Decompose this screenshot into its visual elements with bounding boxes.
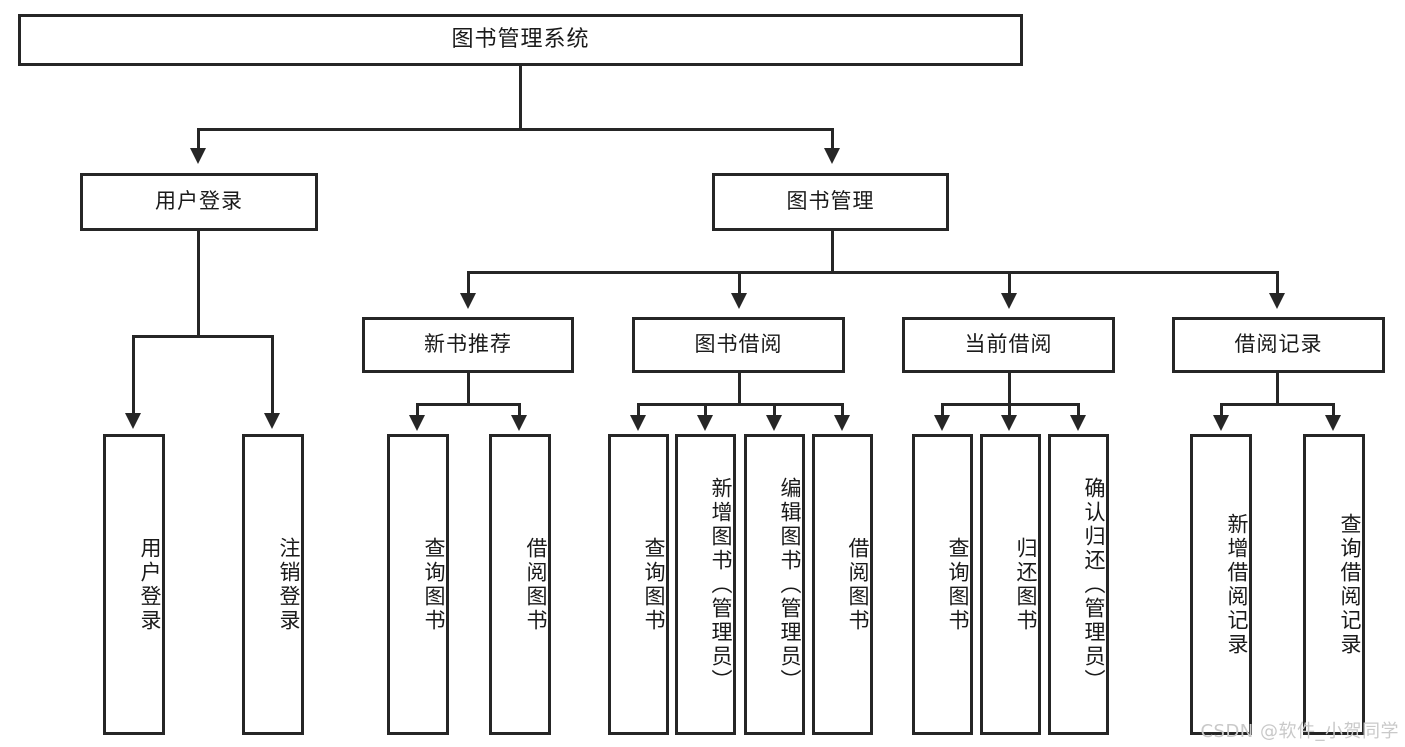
- leaf-user-login-login[interactable]: 用户登录: [103, 434, 165, 735]
- node-label: 借阅记录: [1234, 332, 1323, 357]
- leaf-borrow-record-query[interactable]: 查询借阅记录: [1303, 434, 1365, 735]
- arrowhead-leaf-book-borrow-4: [834, 415, 850, 431]
- node-label: 新书推荐: [424, 332, 512, 357]
- csdn-watermark: CSDN @软件_小贺同学: [1200, 721, 1399, 742]
- node-label: 图书管理: [786, 189, 875, 214]
- arrowhead-leaf-book-borrow-2: [697, 415, 713, 431]
- arrowhead-leaf-current-borrow-1: [934, 415, 950, 431]
- connector-root-bar: [197, 128, 834, 131]
- leaf-book-borrow-borrow[interactable]: 借阅图书: [812, 434, 873, 735]
- leaf-label: 注销登录: [277, 536, 301, 633]
- leaf-current-borrow-query[interactable]: 查询图书: [912, 434, 973, 735]
- connector-borrow-record-child-1: [1220, 403, 1223, 417]
- leaf-current-borrow-return[interactable]: 归还图书: [980, 434, 1041, 735]
- connector-root-stem: [519, 66, 522, 128]
- connector-user-login-bar: [132, 335, 274, 338]
- arrowhead-book-borrow: [731, 293, 747, 309]
- connector-borrow-record-stem: [1276, 373, 1279, 405]
- node-new-book-recommend[interactable]: 新书推荐: [362, 317, 574, 373]
- connector-user-login-child-2: [271, 335, 274, 415]
- leaf-book-borrow-add[interactable]: 新增图书（管理员）: [675, 434, 736, 735]
- leaf-user-login-logout[interactable]: 注销登录: [242, 434, 304, 735]
- leaf-book-borrow-query[interactable]: 查询图书: [608, 434, 669, 735]
- leaf-borrow-record-add[interactable]: 新增借阅记录: [1190, 434, 1252, 735]
- arrowhead-leaf-user-login-2: [264, 413, 280, 429]
- arrowhead-leaf-borrow-record-1: [1213, 415, 1229, 431]
- arrowhead-leaf-borrow-record-2: [1325, 415, 1341, 431]
- connector-borrow-record-bar: [1220, 403, 1335, 406]
- leaf-label: 借阅图书: [846, 536, 870, 633]
- connector-current-borrow-child-3: [1077, 403, 1080, 417]
- connector-new-book-child-1: [416, 403, 419, 417]
- connector-book-borrow-bar: [637, 403, 844, 406]
- connector-new-book-child-2: [518, 403, 521, 417]
- connector-book-borrow-child-2: [704, 403, 707, 417]
- connector-current-borrow-stem: [1008, 373, 1011, 405]
- arrowhead-leaf-new-book-2: [511, 415, 527, 431]
- node-label: 图书借阅: [694, 332, 783, 357]
- connector-user-login-stem: [197, 231, 200, 335]
- arrowhead-leaf-current-borrow-3: [1070, 415, 1086, 431]
- leaf-book-borrow-edit[interactable]: 编辑图书（管理员）: [744, 434, 805, 735]
- connector-new-book-bar: [416, 403, 521, 406]
- connector-to-current-borrow: [1008, 271, 1011, 295]
- arrowhead-leaf-user-login-1: [125, 413, 141, 429]
- connector-user-login-child-1: [132, 335, 135, 415]
- node-label: 用户登录: [155, 189, 243, 214]
- leaf-new-book-query[interactable]: 查询图书: [387, 434, 449, 735]
- connector-book-borrow-child-1: [637, 403, 640, 417]
- leaf-label: 查询图书: [422, 536, 446, 633]
- connector-borrow-record-child-2: [1332, 403, 1335, 417]
- node-label: 图书管理系统: [451, 26, 590, 52]
- node-book-borrow[interactable]: 图书借阅: [632, 317, 845, 373]
- arrowhead-leaf-new-book-1: [409, 415, 425, 431]
- leaf-label: 确认归还（管理员）: [1082, 476, 1106, 693]
- arrowhead-leaf-current-borrow-2: [1001, 415, 1017, 431]
- leaf-label: 用户登录: [138, 536, 162, 633]
- leaf-label: 新增借阅记录: [1225, 512, 1249, 657]
- leaf-label: 查询图书: [946, 536, 970, 633]
- arrowhead-book-manage: [824, 148, 840, 164]
- connector-book-borrow-child-4: [841, 403, 844, 417]
- node-book-management[interactable]: 图书管理: [712, 173, 949, 231]
- arrowhead-current-borrow: [1001, 293, 1017, 309]
- leaf-label: 新增图书（管理员）: [709, 476, 733, 693]
- leaf-label: 借阅图书: [524, 536, 548, 633]
- connector-book-borrow-child-3: [773, 403, 776, 417]
- node-current-borrow[interactable]: 当前借阅: [902, 317, 1115, 373]
- connector-current-borrow-child-2: [1008, 403, 1011, 417]
- arrowhead-new-book: [460, 293, 476, 309]
- arrowhead-user-login: [190, 148, 206, 164]
- arrowhead-borrow-record: [1269, 293, 1285, 309]
- node-borrow-record[interactable]: 借阅记录: [1172, 317, 1385, 373]
- leaf-label: 归还图书: [1014, 536, 1038, 633]
- node-root-system[interactable]: 图书管理系统: [18, 14, 1023, 66]
- leaf-label: 编辑图书（管理员）: [778, 476, 802, 693]
- leaf-label: 查询图书: [642, 536, 666, 633]
- connector-level3-bar: [467, 271, 1279, 274]
- connector-current-borrow-child-1: [941, 403, 944, 417]
- connector-to-new-book: [467, 271, 470, 295]
- connector-to-user-login: [197, 128, 200, 150]
- connector-book-borrow-stem: [738, 373, 741, 405]
- connector-to-borrow-record: [1276, 271, 1279, 295]
- connector-to-book-manage: [831, 128, 834, 150]
- leaf-new-book-borrow[interactable]: 借阅图书: [489, 434, 551, 735]
- arrowhead-leaf-book-borrow-3: [766, 415, 782, 431]
- connector-book-manage-stem: [831, 231, 834, 273]
- arrowhead-leaf-book-borrow-1: [630, 415, 646, 431]
- leaf-label: 查询借阅记录: [1338, 512, 1362, 657]
- connector-to-book-borrow: [738, 271, 741, 295]
- leaf-current-borrow-confirm-return[interactable]: 确认归还（管理员）: [1048, 434, 1109, 735]
- connector-new-book-stem: [467, 373, 470, 405]
- node-label: 当前借阅: [964, 332, 1053, 357]
- node-user-login[interactable]: 用户登录: [80, 173, 318, 231]
